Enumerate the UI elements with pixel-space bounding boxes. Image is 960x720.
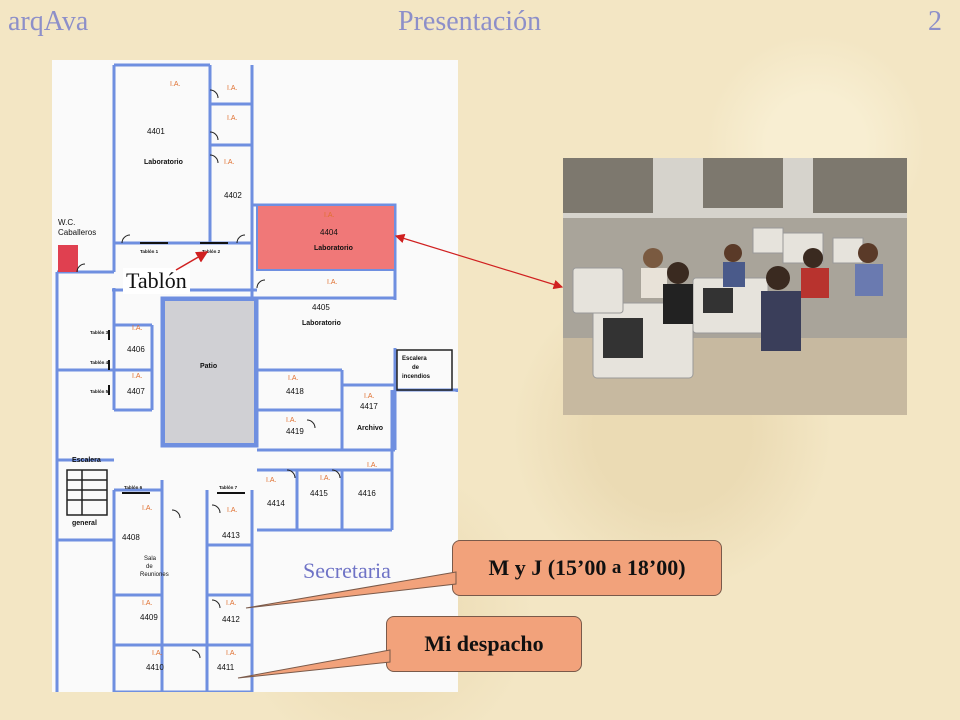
wc-label-1: W.C. <box>58 218 75 227</box>
ia-label: I.A. <box>364 393 375 400</box>
room-4407: 4407 <box>127 387 145 396</box>
room-4408: 4408 <box>122 533 140 542</box>
office-hours-a: a <box>611 557 622 578</box>
header-center-title: Presentación <box>398 6 542 37</box>
ia-label: I.A. <box>132 325 143 332</box>
secretaria-label: Secretaria <box>303 558 391 583</box>
office-callout-text: Mi despacho <box>424 631 544 656</box>
room-4416: 4416 <box>358 489 376 498</box>
ia-label: I.A. <box>142 505 153 512</box>
incendios-label-1: Escalera <box>402 356 427 362</box>
ia-label: I.A. <box>132 373 143 380</box>
tablon-2-label: Tablón 2 <box>202 249 221 254</box>
room-4404: 4404 <box>320 228 338 237</box>
room-4409: 4409 <box>140 613 158 622</box>
office-hours-text: M y J (15’00 <box>488 555 612 580</box>
ia-label: I.A. <box>224 159 235 166</box>
room-4412: 4412 <box>222 615 240 624</box>
room-4402: 4402 <box>224 191 242 200</box>
room-4419: 4419 <box>286 427 304 436</box>
ia-label: I.A. <box>152 650 163 657</box>
room-4417: 4417 <box>360 402 378 411</box>
lab-label-4401: Laboratorio <box>144 159 183 166</box>
ia-label: I.A. <box>142 600 153 607</box>
room-4401: 4401 <box>147 127 165 136</box>
sala-label-3: Reuniones <box>140 572 169 578</box>
ia-label: I.A. <box>226 650 237 657</box>
room-4411: 4411 <box>217 663 235 672</box>
escalera-label: Escalera <box>72 457 101 464</box>
office-hours-callout: M y J (15’00 a 18’00) <box>452 540 722 596</box>
room-4406: 4406 <box>127 345 145 354</box>
room-4413: 4413 <box>222 531 240 540</box>
ia-label: I.A. <box>170 81 181 88</box>
sala-label-1: Sala <box>144 556 157 562</box>
ia-label: I.A. <box>266 477 277 484</box>
ia-label: I.A. <box>320 475 331 482</box>
header-page-number: 2 <box>928 6 942 37</box>
tablon-3-label: Tablón 3 <box>90 330 109 335</box>
ia-label: I.A. <box>288 375 299 382</box>
room-4414: 4414 <box>267 499 285 508</box>
room-4415: 4415 <box>310 489 328 498</box>
room-4405: 4405 <box>312 303 330 312</box>
room-4418: 4418 <box>286 387 304 396</box>
ia-label: I.A. <box>227 115 238 122</box>
lab-label-4404: Laboratorio <box>314 245 353 252</box>
patio-label: Patio <box>200 363 217 370</box>
sala-label-2: de <box>146 564 153 570</box>
tablon-1-label: Tablón 1 <box>140 249 159 254</box>
ia-label: I.A. <box>226 600 237 607</box>
ia-label: I.A. <box>227 507 238 514</box>
ia-label: I.A. <box>227 85 238 92</box>
ia-label: I.A. <box>286 417 297 424</box>
tablon-7-label: Tablón 7 <box>219 485 238 490</box>
floor-plan: W.C. Caballeros 4401 Laboratorio 4402 44… <box>52 60 458 692</box>
incendios-label-3: incendios <box>402 374 431 380</box>
tablon-6-label: Tablón 6 <box>124 485 143 490</box>
ia-label: I.A. <box>367 462 378 469</box>
tablon-4-label: Tablón 4 <box>90 360 109 365</box>
tablon-label: Tablón <box>123 268 190 294</box>
office-hours-end: 18’00) <box>621 555 686 580</box>
ia-label: I.A. <box>324 212 335 219</box>
incendios-label-2: de <box>412 365 420 371</box>
header-left-title: arqAva <box>8 6 89 37</box>
lab-label-4405: Laboratorio <box>302 320 341 327</box>
wc-label-2: Caballeros <box>58 228 96 237</box>
tablon-5-label: Tablón 5 <box>90 389 109 394</box>
office-callout: Mi despacho <box>386 616 582 672</box>
general-label: general <box>72 520 97 527</box>
ia-label: I.A. <box>327 279 338 286</box>
room-4410: 4410 <box>146 663 164 672</box>
archivo-label: Archivo <box>357 425 383 432</box>
lab-photo <box>563 158 907 415</box>
